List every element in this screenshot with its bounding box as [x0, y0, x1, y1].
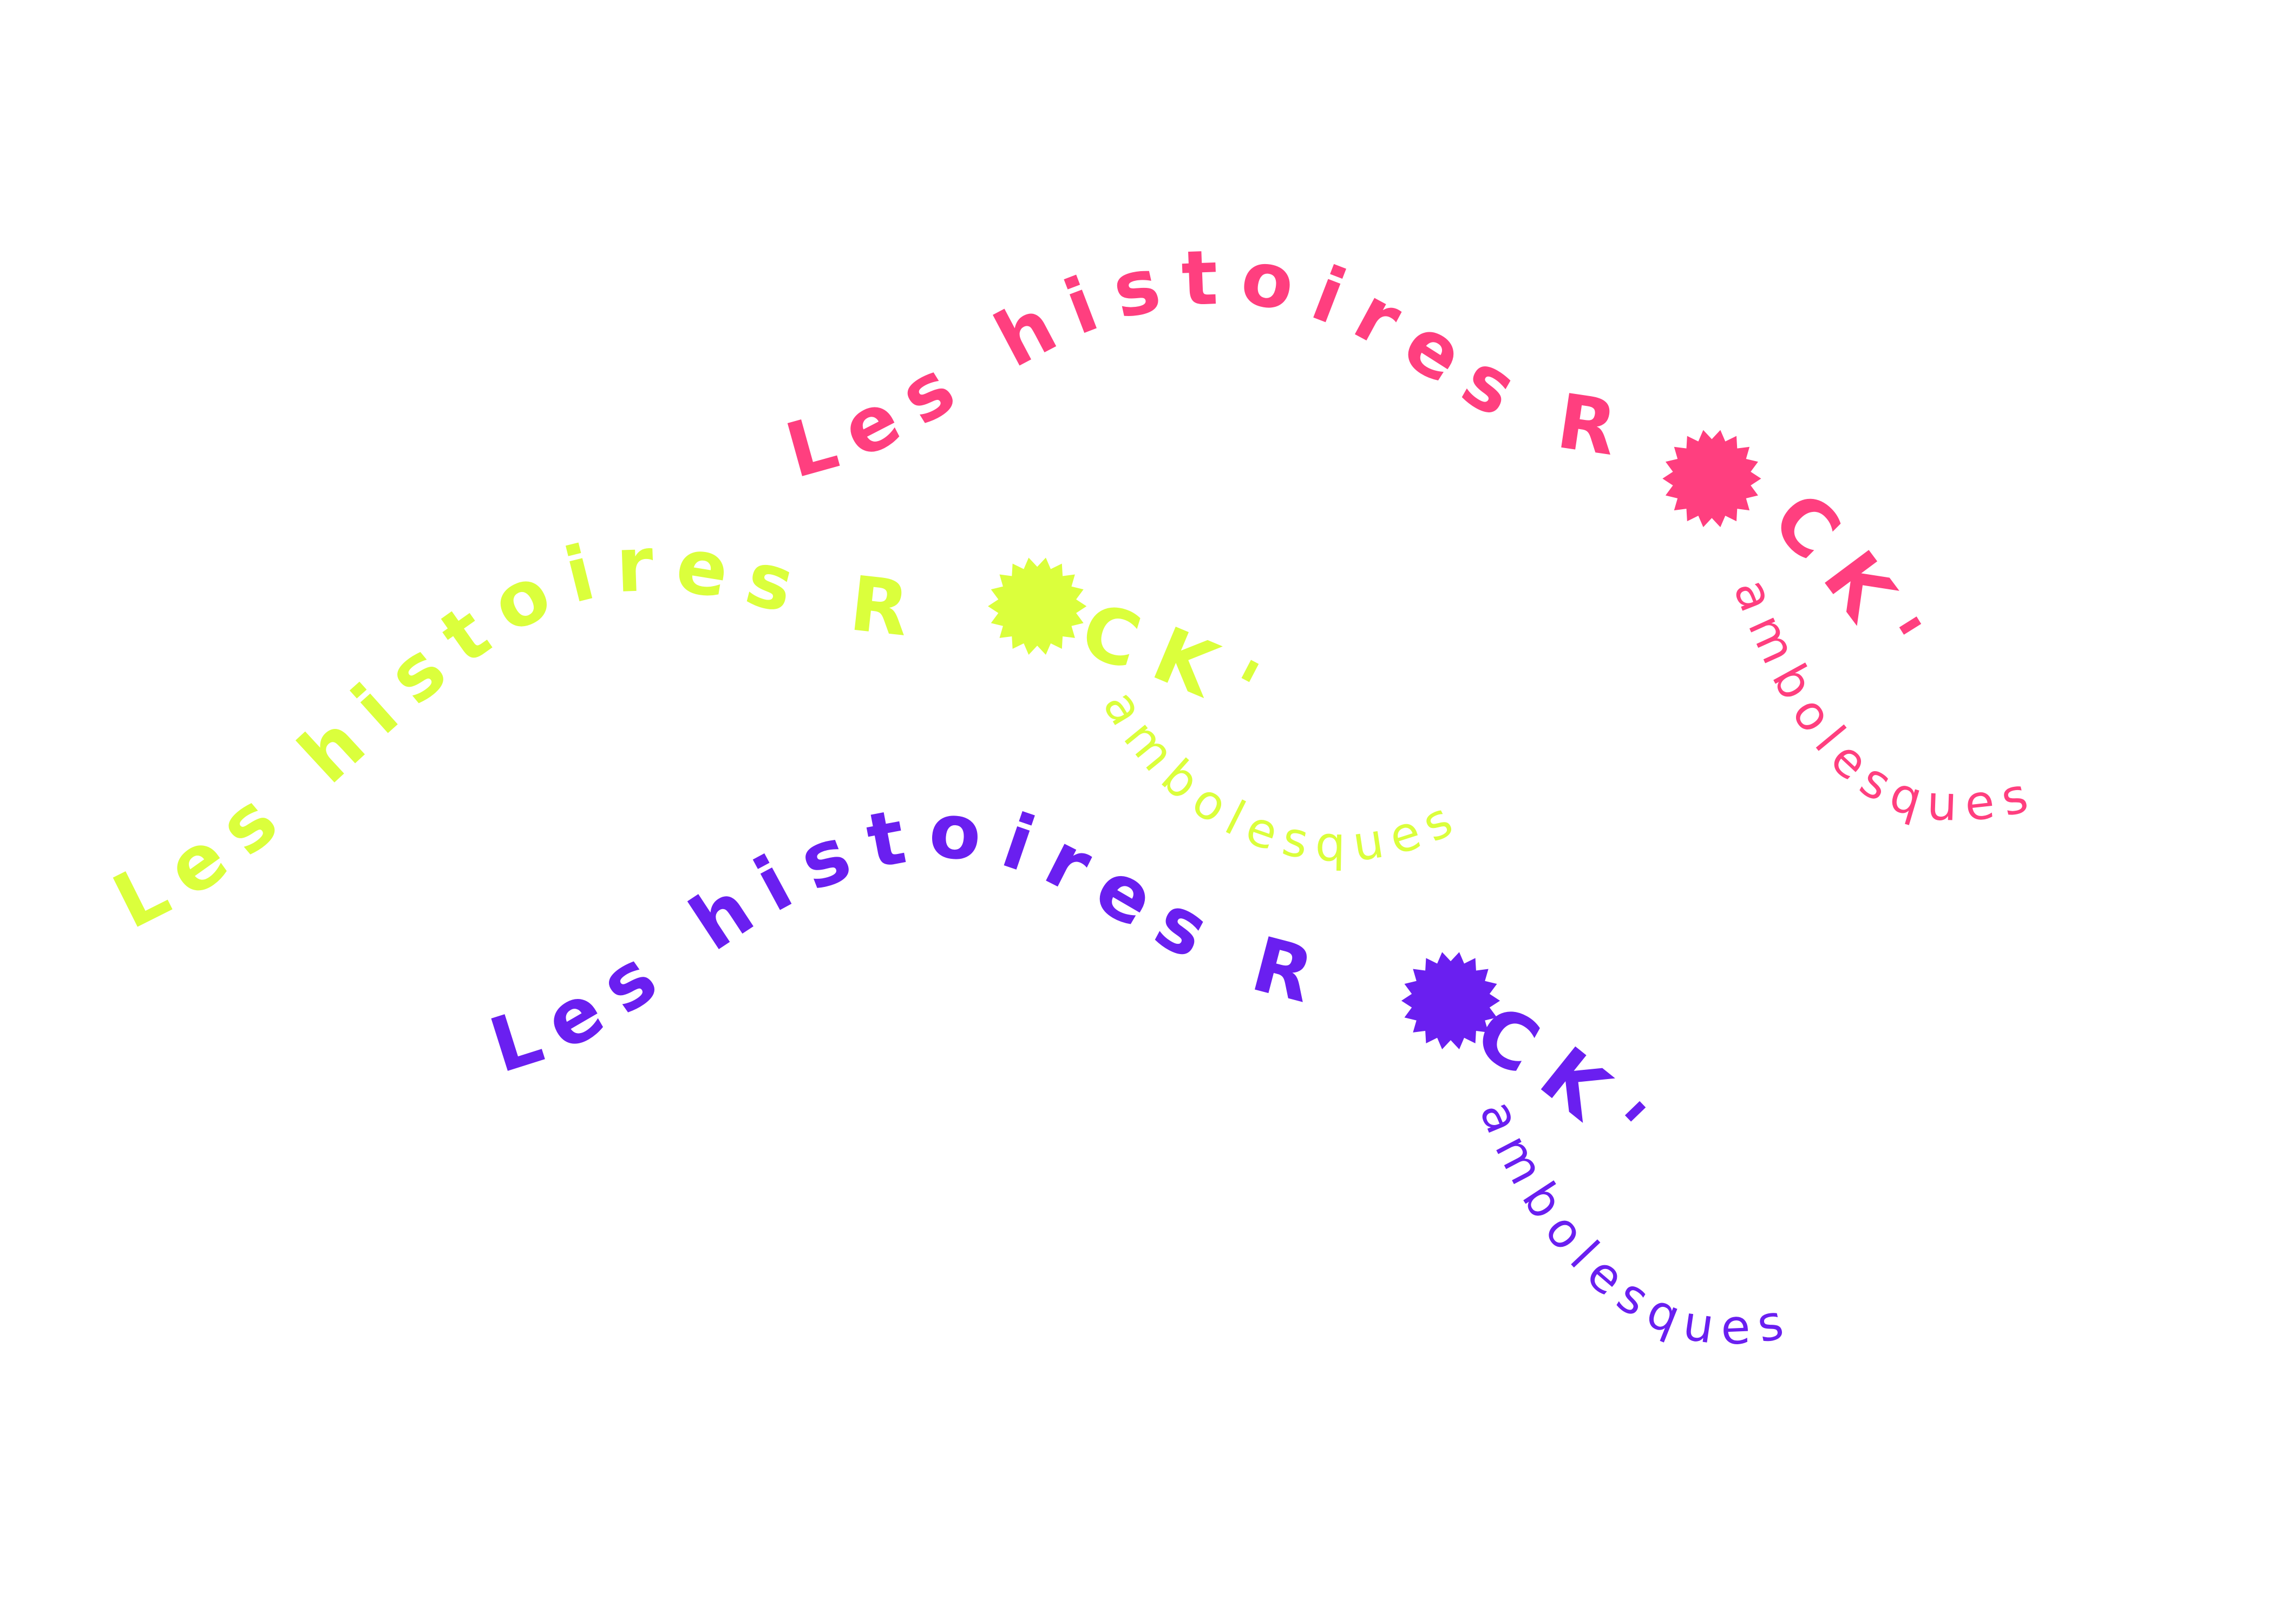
starburst-icon — [1662, 430, 1761, 528]
starburst-icon — [988, 557, 1087, 655]
starburst-icon — [1401, 952, 1500, 1049]
logo-pink: Les histoires R CK' ambolesques — [777, 233, 2033, 832]
logo-subtitle: ambolesques — [1092, 681, 1470, 872]
logo-purple: Les histoires R CK' ambolesques — [480, 786, 1787, 1356]
title-start: Les histoires R — [777, 233, 1641, 495]
